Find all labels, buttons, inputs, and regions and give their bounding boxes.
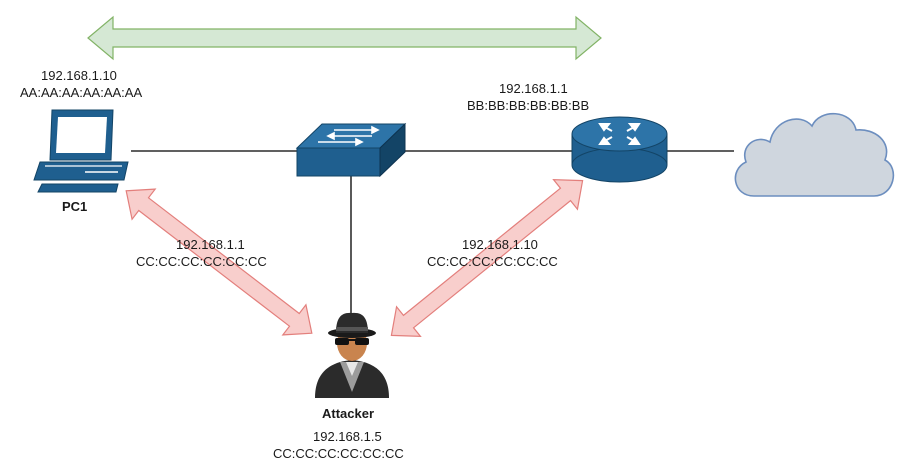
desktop-computer-icon	[33, 109, 129, 193]
network-switch-icon	[295, 122, 407, 178]
network-links	[131, 150, 734, 320]
internet-cloud-icon	[734, 112, 895, 197]
attacker-name-label: Attacker	[322, 406, 375, 421]
router-icon	[571, 116, 668, 183]
router-mac-label: BB:BB:BB:BB:BB:BB	[467, 98, 590, 113]
pc1-name-label: PC1	[62, 199, 88, 214]
normal-traffic-arrow	[87, 15, 602, 61]
spoof-to-pc1-mac-label: CC:CC:CC:CC:CC:CC	[136, 254, 267, 269]
spoof-to-router-mac-label: CC:CC:CC:CC:CC:CC	[427, 254, 558, 269]
attacker-mac-label: CC:CC:CC:CC:CC:CC	[273, 446, 404, 461]
pc1-ip-label: 192.168.1.10	[41, 68, 117, 83]
spoof-to-router-ip-label: 192.168.1.10	[462, 237, 538, 252]
pc1-mac-label: AA:AA:AA:AA:AA:AA	[20, 85, 143, 100]
attacker-ip-label: 192.168.1.5	[313, 429, 382, 444]
spoof-to-pc1-ip-label: 192.168.1.1	[176, 237, 245, 252]
spoof-arrow-router	[390, 179, 584, 337]
router-ip-label: 192.168.1.1	[499, 81, 568, 96]
hacker-spy-icon	[315, 312, 389, 398]
spoof-arrow-pc1	[125, 188, 313, 336]
